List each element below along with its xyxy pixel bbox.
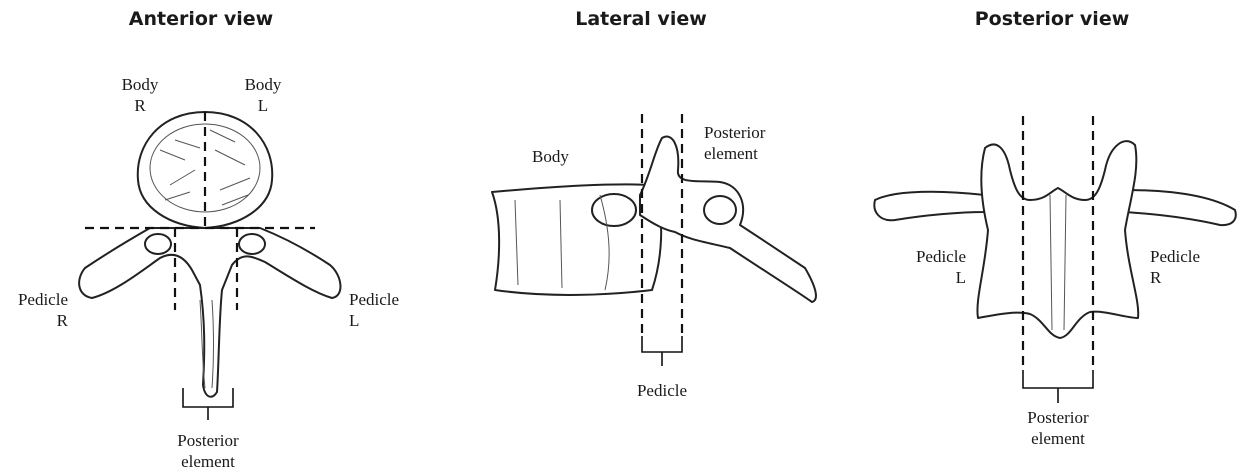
anterior-pedicle-left-oval: [239, 234, 265, 254]
anterior-body-l-label: Body L: [245, 74, 282, 116]
anterior-body-r-label: Body R: [122, 74, 159, 116]
posterior-pedicle-r-label: Pedicle R: [1150, 246, 1200, 288]
anterior-pedicle-l-label: Pedicle L: [349, 289, 399, 331]
anterior-posterior-element-label: Posterior element: [177, 430, 238, 472]
anterior-pedicle-right-oval: [145, 234, 171, 254]
anterior-pedicle-r-label: Pedicle R: [8, 289, 68, 331]
anterior-view-title: Anterior view: [129, 8, 273, 30]
lateral-view-title: Lateral view: [575, 8, 707, 30]
lateral-pedicle-label: Pedicle: [637, 380, 687, 401]
posterior-pedicle-l-label: Pedicle L: [900, 246, 966, 288]
lateral-body-label: Body: [532, 146, 569, 167]
posterior-view-title: Posterior view: [975, 8, 1130, 30]
posterior-element-label: Posterior element: [1027, 407, 1088, 449]
lateral-pedicle-bracket: [642, 336, 682, 366]
posterior-transverse-left: [874, 192, 985, 221]
posterior-vertebral-arch: [977, 141, 1138, 338]
lateral-facet-superior: [704, 196, 736, 224]
posterior-transverse-right: [1125, 190, 1236, 225]
posterior-element-bracket: [1023, 370, 1093, 403]
anterior-vertebra: [79, 112, 340, 420]
lateral-posterior-element-label: Posterior element: [704, 122, 765, 164]
anterior-transverse-processes: [79, 228, 340, 397]
lateral-facet-inferior: [592, 194, 636, 226]
